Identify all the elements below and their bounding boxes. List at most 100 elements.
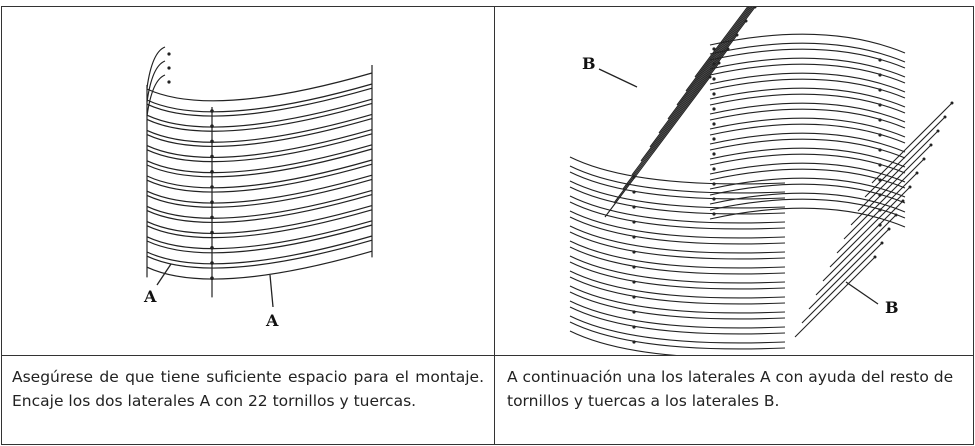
band-edge — [146, 72, 373, 102]
panel-b-strip — [822, 200, 904, 282]
front-a-band — [569, 216, 786, 245]
bolt — [632, 235, 636, 239]
back-a-band — [709, 72, 906, 93]
band-edge — [146, 98, 373, 128]
bolt — [210, 200, 214, 204]
bolt — [632, 280, 636, 284]
bolt — [632, 295, 636, 299]
band-edge — [146, 133, 373, 163]
front-a-band — [569, 180, 786, 209]
front-a-band — [569, 165, 786, 194]
front-a-band — [569, 225, 786, 254]
bolt — [632, 175, 636, 179]
panel-b-strip — [667, 7, 753, 120]
step-right-illustration: B B — [495, 7, 973, 355]
front-a-band — [569, 315, 786, 344]
back-a-band — [709, 162, 906, 183]
label-a-1: A — [143, 287, 157, 306]
back-curl — [146, 74, 166, 117]
band-edge — [146, 87, 373, 117]
bolt — [717, 61, 721, 65]
panel-b-strip — [685, 7, 750, 92]
bolt — [712, 122, 716, 126]
bolt — [210, 170, 214, 174]
bolt — [210, 261, 214, 265]
panel-b-strip — [815, 214, 897, 296]
panel-b-strip — [864, 116, 946, 198]
band-edge — [146, 194, 373, 224]
bolt — [894, 213, 898, 217]
instruction-table — [1, 6, 974, 445]
front-a-band — [569, 255, 786, 284]
back-a-band — [709, 93, 906, 114]
band-edge — [146, 159, 373, 189]
panel-b-strip — [850, 144, 932, 226]
leader-line-b1 — [598, 68, 638, 88]
front-a-band — [569, 210, 786, 239]
back-curl — [146, 60, 166, 103]
band-edge — [146, 239, 373, 269]
bolt — [632, 190, 636, 194]
bolt — [929, 143, 933, 147]
bolt — [878, 88, 882, 92]
front-a-band — [569, 321, 786, 350]
front-a-band — [569, 240, 786, 269]
bolt — [878, 193, 882, 197]
band-edge — [146, 174, 373, 204]
front-a-band — [569, 156, 786, 185]
panel-b-strip — [694, 7, 749, 78]
back-curl — [146, 46, 166, 89]
bolt — [210, 215, 214, 220]
bolt — [632, 220, 636, 224]
bolt — [210, 124, 214, 128]
panel-b-strip — [836, 172, 918, 254]
front-a-band — [569, 330, 677, 355]
bolt — [210, 109, 214, 113]
panel-b-strip — [857, 130, 939, 212]
bolt — [632, 325, 636, 329]
bolt — [712, 107, 716, 111]
band-edge — [146, 163, 373, 193]
band-edge — [146, 209, 373, 239]
bolt — [887, 227, 891, 231]
back-a-band — [709, 192, 906, 213]
bolt — [712, 62, 716, 66]
panel-b-strip — [801, 242, 883, 324]
panel-b-strip — [640, 20, 747, 162]
bolt — [632, 340, 636, 344]
bolt — [632, 310, 636, 314]
back-a-band — [709, 42, 906, 63]
step-left-illustration: A A — [2, 7, 494, 355]
back-a-band — [709, 78, 906, 99]
bolt — [167, 52, 171, 56]
front-a-band — [569, 261, 786, 290]
front-a-band — [569, 270, 786, 299]
panel-b-strip — [604, 76, 711, 218]
bolt — [943, 115, 947, 119]
table-row-divider — [1, 355, 974, 356]
bolt — [712, 47, 716, 51]
panel-b-strip — [622, 48, 729, 190]
panel-b-strip — [871, 102, 953, 184]
assembly-drawing-side-a: A A — [143, 46, 373, 330]
bolt — [210, 230, 214, 235]
bolt — [878, 103, 882, 107]
front-a-band — [569, 291, 786, 320]
front-a-band — [569, 276, 786, 305]
bolt — [210, 246, 214, 250]
band-edge — [146, 148, 373, 178]
band-edge — [146, 144, 373, 174]
table-column-divider — [494, 6, 495, 445]
leader-line-a1 — [156, 263, 172, 286]
step-left-caption: Asegúrese de que tiene suficiente espaci… — [12, 368, 484, 410]
front-a-band — [569, 246, 786, 275]
front-a-band — [569, 201, 786, 230]
back-a-band — [709, 102, 906, 123]
bolt — [950, 101, 954, 105]
bolt — [878, 148, 882, 152]
bolt — [915, 171, 919, 175]
front-a-band — [569, 231, 786, 260]
front-a-band — [569, 285, 786, 314]
band-edge — [146, 224, 373, 254]
panel-b-strip — [649, 7, 756, 148]
